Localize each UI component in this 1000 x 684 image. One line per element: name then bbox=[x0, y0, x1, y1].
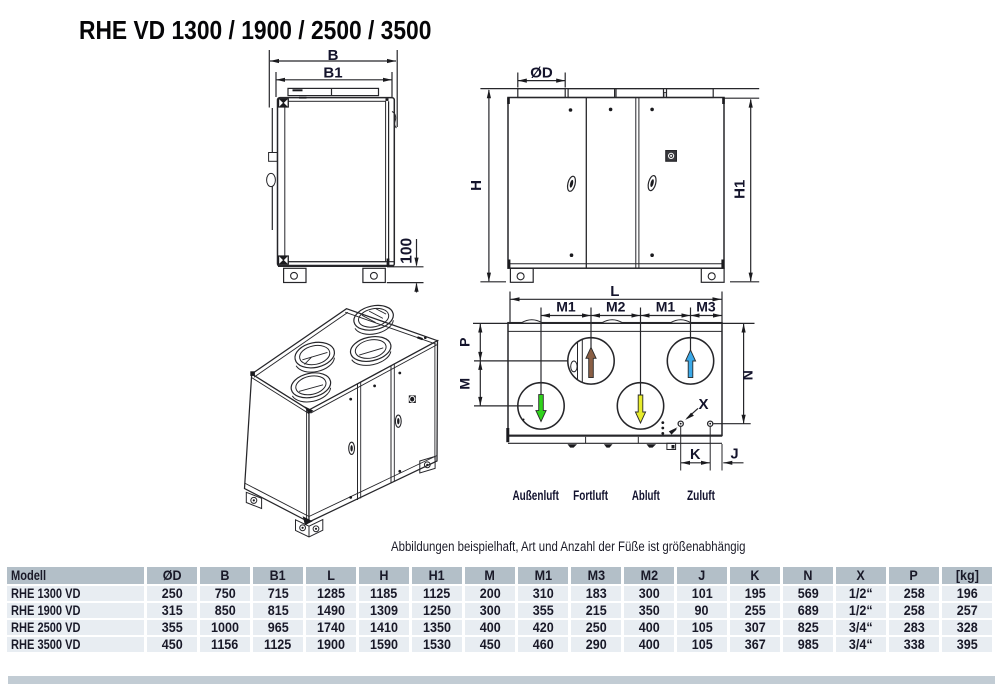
svg-text:Zuluft: Zuluft bbox=[687, 488, 715, 503]
svg-text:P: P bbox=[457, 338, 473, 347]
svg-text:M1: M1 bbox=[556, 298, 576, 314]
svg-text:X: X bbox=[698, 396, 708, 413]
svg-text:H1: H1 bbox=[732, 180, 749, 199]
svg-text:M1: M1 bbox=[656, 298, 676, 314]
svg-text:Außenluft: Außenluft bbox=[512, 488, 559, 503]
svg-text:M3: M3 bbox=[696, 298, 716, 314]
svg-text:N: N bbox=[740, 370, 756, 380]
svg-text:100: 100 bbox=[399, 238, 416, 264]
svg-text:K: K bbox=[690, 447, 701, 463]
svg-text:L: L bbox=[610, 283, 619, 300]
svg-text:J: J bbox=[731, 446, 739, 462]
svg-text:H: H bbox=[468, 180, 485, 191]
svg-text:M: M bbox=[457, 378, 473, 390]
svg-text:Fortluft: Fortluft bbox=[573, 488, 608, 503]
svg-text:Abluft: Abluft bbox=[632, 488, 660, 503]
svg-text:B: B bbox=[328, 47, 339, 64]
svg-text:M2: M2 bbox=[606, 298, 626, 314]
svg-text:ØD: ØD bbox=[530, 65, 553, 82]
svg-text:B1: B1 bbox=[323, 65, 342, 82]
